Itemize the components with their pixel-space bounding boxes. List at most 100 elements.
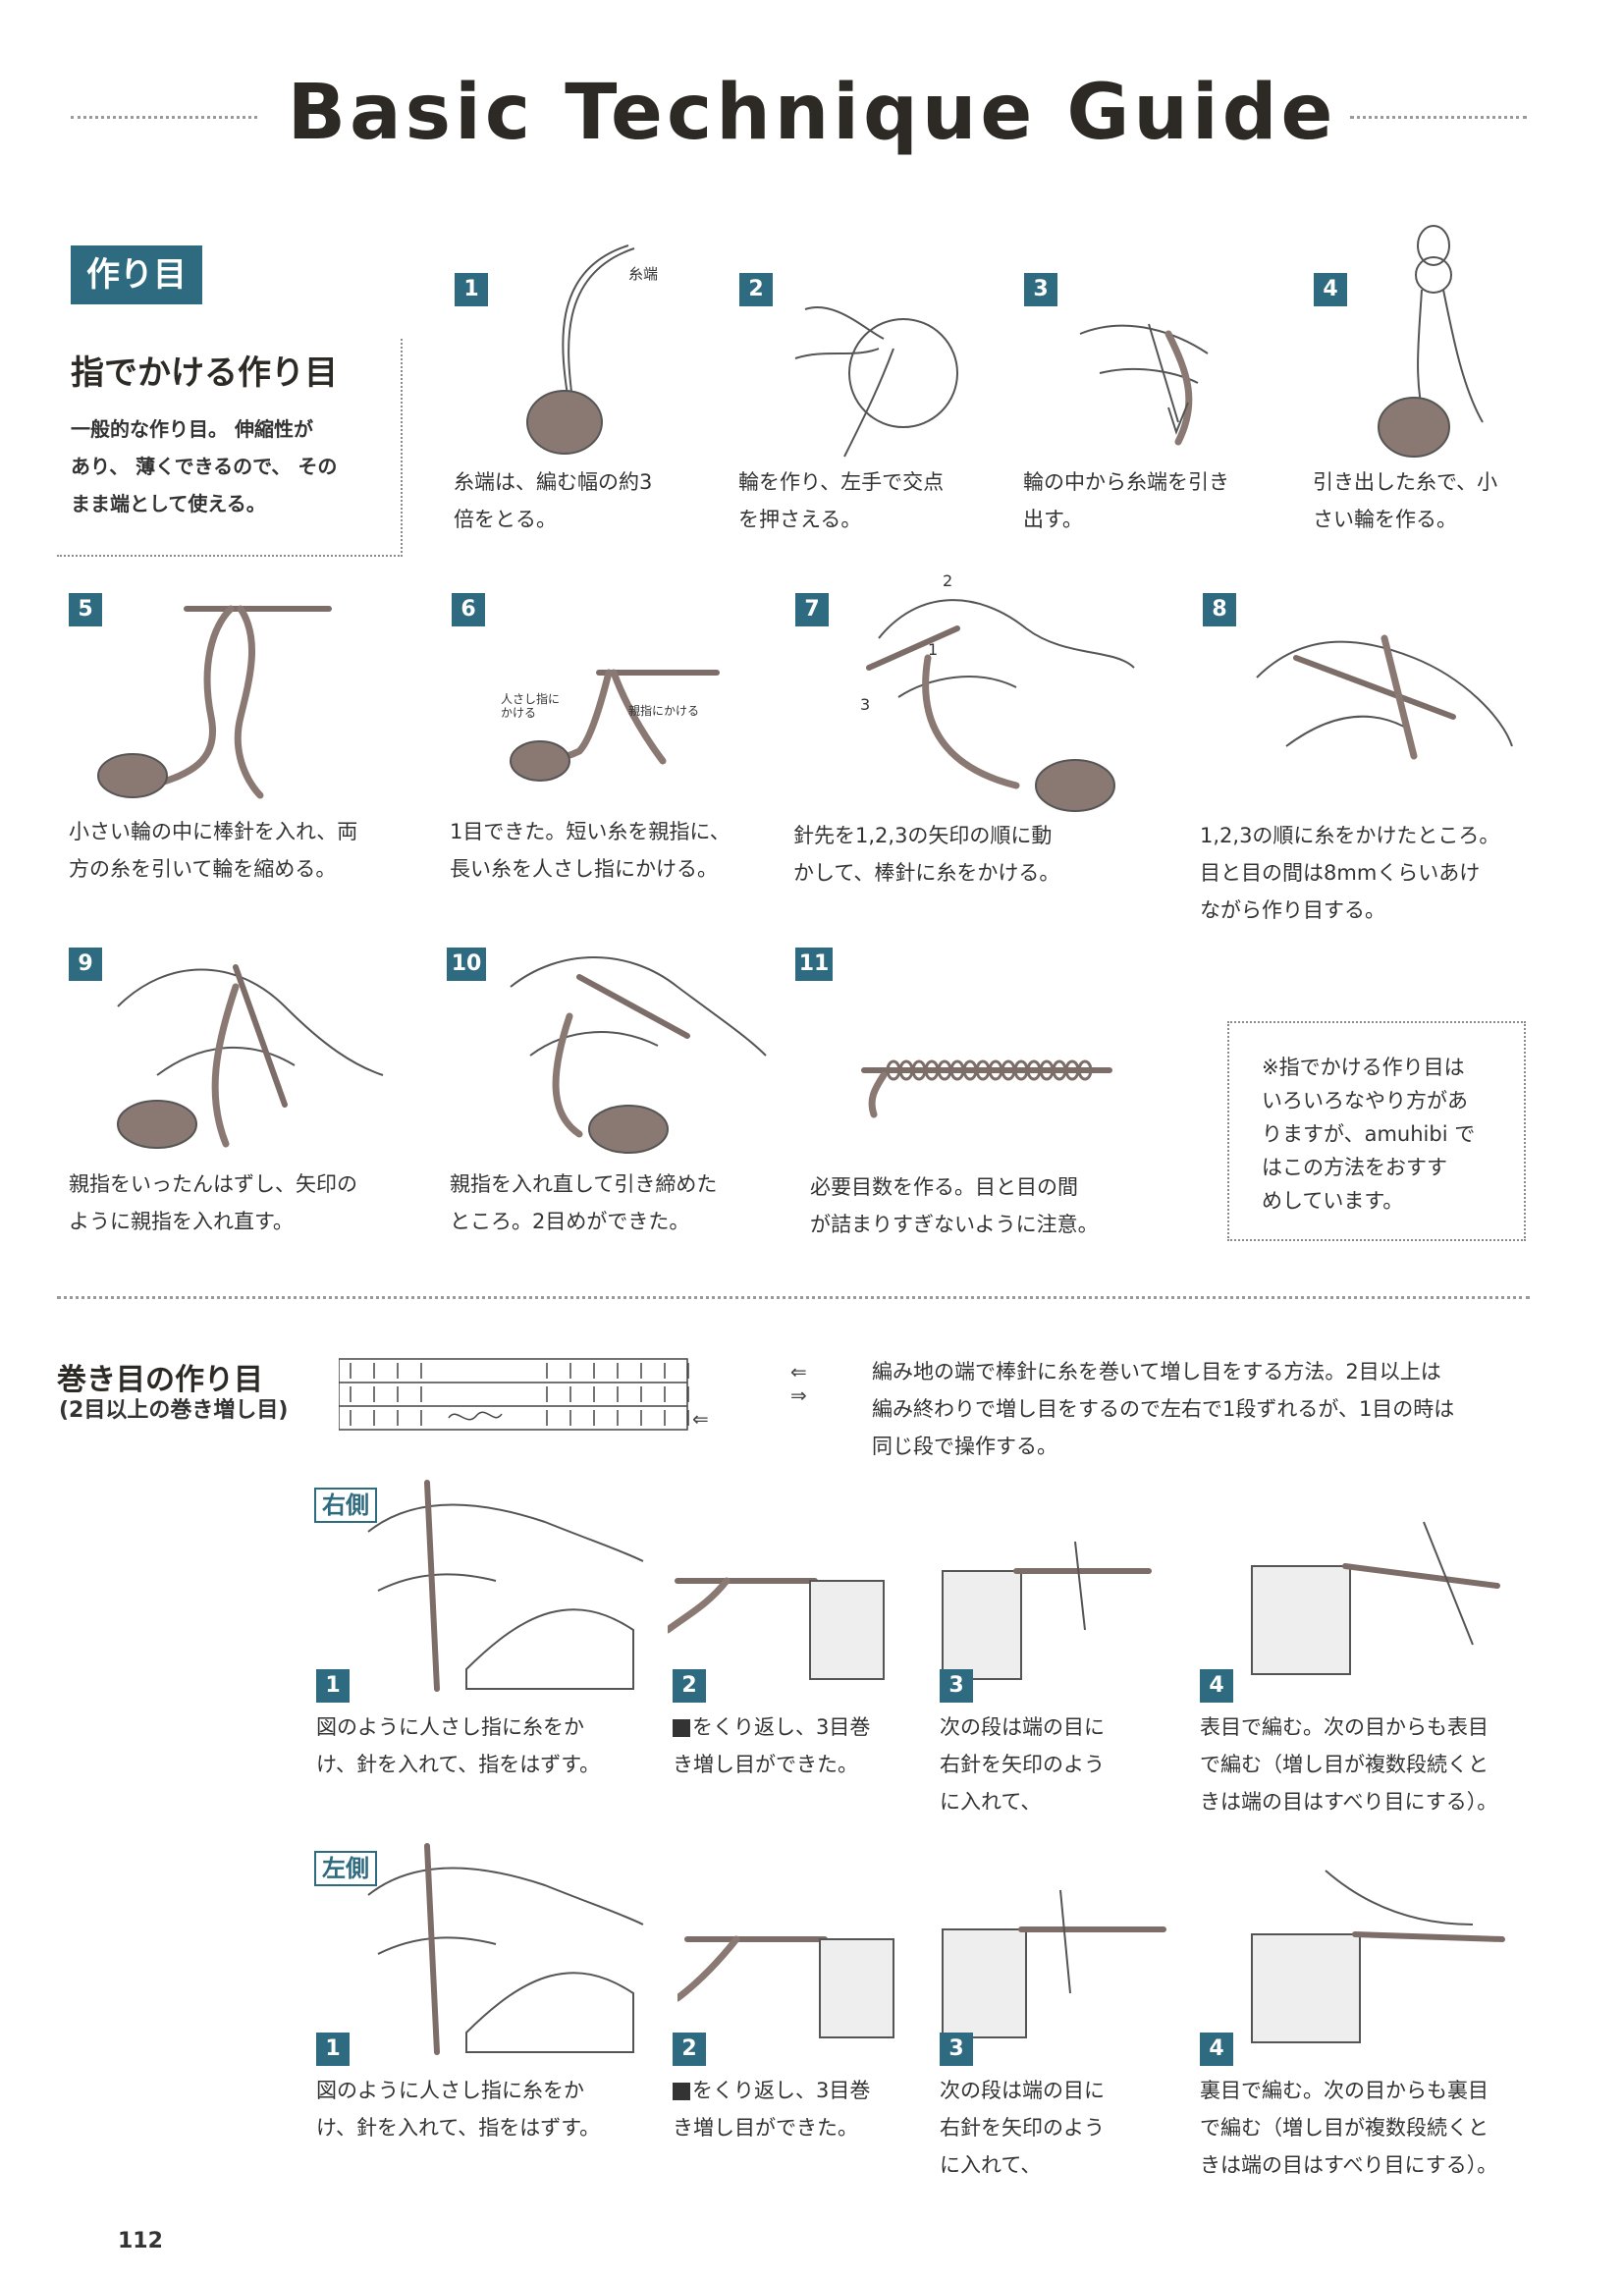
wrap-subheading: (2目以上の巻き増し目) <box>59 1398 289 1423</box>
step-number: 4 <box>1200 2033 1233 2066</box>
caption-line: に入れて、 <box>940 2153 1042 2177</box>
wrap-heading: 巻き目の作り目 <box>57 1363 263 1397</box>
step-caption: をくり返し、3目巻 き増し目ができた。 <box>673 1708 870 1783</box>
note-text: ※指でかける作り目は いろいろなやり方があ りますが、amuhibi で はこの… <box>1262 1051 1475 1218</box>
step-number: 1 <box>316 2033 350 2066</box>
illustration-loop <box>794 306 958 458</box>
step-caption: 親指をいったんはずし、矢印の ように親指を入れ直す。 <box>69 1166 357 1240</box>
caption-text: をくり返し、3目巻 <box>692 2079 871 2102</box>
step-caption: 糸端は、編む幅の約3 倍をとる。 <box>454 463 652 538</box>
caption-line: 親指を入れ直して引き締めた <box>450 1172 718 1196</box>
note-line: いろいろなやり方があ <box>1262 1089 1468 1112</box>
step-number: 7 <box>795 593 829 626</box>
caption-line: 輪を作り、左手で交点 <box>738 470 945 494</box>
step-caption: 次の段は端の目に 右針を矢印のよう に入れて、 <box>940 2072 1105 2184</box>
step-caption: 次の段は端の目に 右針を矢印のよう に入れて、 <box>940 1708 1105 1820</box>
caption-line: 必要目数を作る。目と目の間 <box>810 1175 1078 1199</box>
step-caption: 1目できた。短い糸を親指に、 長い糸を人さし指にかける。 <box>450 813 731 888</box>
caption-line: きは端の目はすべり目にする）。 <box>1200 2153 1498 2177</box>
step-caption: 小さい輪の中に棒針を入れ、両 方の糸を引いて輪を縮める。 <box>69 813 357 888</box>
illustration-wrap-left-2 <box>677 1935 894 2038</box>
note-box <box>1227 1021 1526 1241</box>
note-line: めしています。 <box>1262 1189 1404 1213</box>
intro-line: あり、 薄くできるので、 その <box>71 455 338 478</box>
description-line: 編み地の端で棒針に糸を巻いて増し目をする方法。2目以上は <box>872 1360 1441 1383</box>
caption-line: け、針を入れて、指をはずす。 <box>316 1753 601 1776</box>
note-line: ※指でかける作り目は <box>1262 1056 1465 1079</box>
arrow-number-1: 1 <box>928 640 939 659</box>
caption-line: で編む（増し目が複数段続くと <box>1200 1753 1489 1776</box>
cast-on-stitch <box>1077 1059 1093 1081</box>
caption-line: 輪の中から糸端を引き <box>1023 470 1229 494</box>
step-caption: 1,2,3の順に糸をかけたところ。 目と目の間は8mmくらいあけ ながら作り目す… <box>1200 817 1499 929</box>
note-line: はこの方法をおすす <box>1262 1156 1447 1179</box>
caption-line: で編む（増し目が複数段続くと <box>1200 2116 1489 2140</box>
description-line: 編み終わりで増し目をするので左右で1段ずれるが、1目の時は <box>872 1397 1455 1421</box>
stitch-chart: ⇐⇒⇐ <box>339 1358 807 1431</box>
caption-line: が詰まりすぎないように注意。 <box>810 1213 1099 1236</box>
illustration-small-loop <box>1378 225 1484 458</box>
illustration-cast-on-row <box>861 1059 1112 1118</box>
caption-line: に入れて、 <box>940 1790 1042 1814</box>
caption-line: 右針を矢印のよう <box>940 2116 1105 2140</box>
caption-line: 小さい輪の中に棒針を入れ、両 <box>69 820 358 843</box>
illustration-one-stitch <box>510 669 720 782</box>
illustration-wrap-left-1 <box>367 1843 644 2055</box>
page-title: Basic Technique Guide <box>287 69 1337 157</box>
step-number: 3 <box>1024 273 1057 306</box>
step-number: 9 <box>69 948 102 981</box>
caption-line: き増し目ができた。 <box>673 2116 858 2140</box>
step-number: 2 <box>673 1669 706 1703</box>
section-divider <box>57 1296 1530 1299</box>
step-number: 6 <box>452 593 485 626</box>
caption-line: きは端の目はすべり目にする）。 <box>1200 1790 1498 1814</box>
intro-box <box>57 339 403 557</box>
illustration-wrap-right-4 <box>1251 1521 1500 1675</box>
intro-line: まま端として使える。 <box>71 492 266 515</box>
illustration-wrap-left-3 <box>942 1889 1166 2038</box>
step-number: 11 <box>795 948 833 981</box>
caption-line: 1目できた。短い糸を親指に、 <box>450 820 731 843</box>
illustration-second-stitch <box>510 956 767 1154</box>
caption-line: 出す。 <box>1023 508 1083 531</box>
caption-line: をくり返し、3目巻 <box>673 1708 870 1746</box>
step-number: 2 <box>739 273 773 306</box>
description-line: 同じ段で操作する。 <box>872 1435 1057 1458</box>
illustration-yarn-end <box>526 244 635 455</box>
title-rule-right <box>1350 116 1527 119</box>
caption-line: き増し目ができた。 <box>673 1753 858 1776</box>
label-right-side: 右側 <box>314 1488 377 1523</box>
illustration-wrap-right-3 <box>942 1541 1152 1680</box>
step-number: 1 <box>455 273 488 306</box>
caption-line: 目と目の間は8mmくらいあけ <box>1200 861 1481 885</box>
step-caption: 引き出した糸で、小 さい輪を作る。 <box>1313 463 1497 538</box>
caption-line: 次の段は端の目に <box>940 1715 1105 1739</box>
page-number: 112 <box>118 2229 163 2253</box>
step-caption: 図のように人さし指に糸をか け、針を入れて、指をはずす。 <box>316 2072 600 2146</box>
caption-line: を押さえる。 <box>738 508 862 531</box>
label-line: 人さし指に <box>501 692 561 706</box>
illustration-wrap-right-2 <box>668 1577 885 1680</box>
svg-text:⇒: ⇒ <box>790 1383 807 1407</box>
step-caption: 裏目で編む。次の目からも裏目 で編む（増し目が複数段続くと きは端の目はすべり目… <box>1200 2072 1497 2184</box>
step-number: 4 <box>1200 1669 1233 1703</box>
illustration-thumb-out <box>117 964 384 1149</box>
step-number: 5 <box>69 593 102 626</box>
svg-text:⇐: ⇐ <box>790 1360 807 1383</box>
caption-line: 針先を1,2,3の矢印の順に動 <box>793 824 1053 847</box>
step-number: 8 <box>1203 593 1236 626</box>
illustration-needle-wrap <box>866 599 1135 812</box>
illustration-needle-loop <box>97 605 332 799</box>
caption-line: け、針を入れて、指をはずす。 <box>316 2116 601 2140</box>
caption-line: 次の段は端の目に <box>940 2079 1105 2102</box>
caption-line: 長い糸を人さし指にかける。 <box>450 857 718 881</box>
caption-line: 表目で編む。次の目からも表目 <box>1200 1715 1489 1739</box>
step-caption: 針先を1,2,3の矢印の順に動 かして、棒針に糸をかける。 <box>793 817 1059 892</box>
caption-line: ところ。2目めができた。 <box>450 1210 690 1233</box>
caption-line: をくり返し、3目巻 <box>673 2072 870 2109</box>
caption-line: 親指をいったんはずし、矢印の <box>69 1172 357 1196</box>
svg-text:⇐: ⇐ <box>692 1407 709 1431</box>
caption-line: かして、棒針に糸をかける。 <box>793 861 1060 885</box>
cast-on-heading: 指でかける作り目 <box>71 353 338 393</box>
caption-line: 糸端は、編む幅の約3 <box>454 470 653 494</box>
